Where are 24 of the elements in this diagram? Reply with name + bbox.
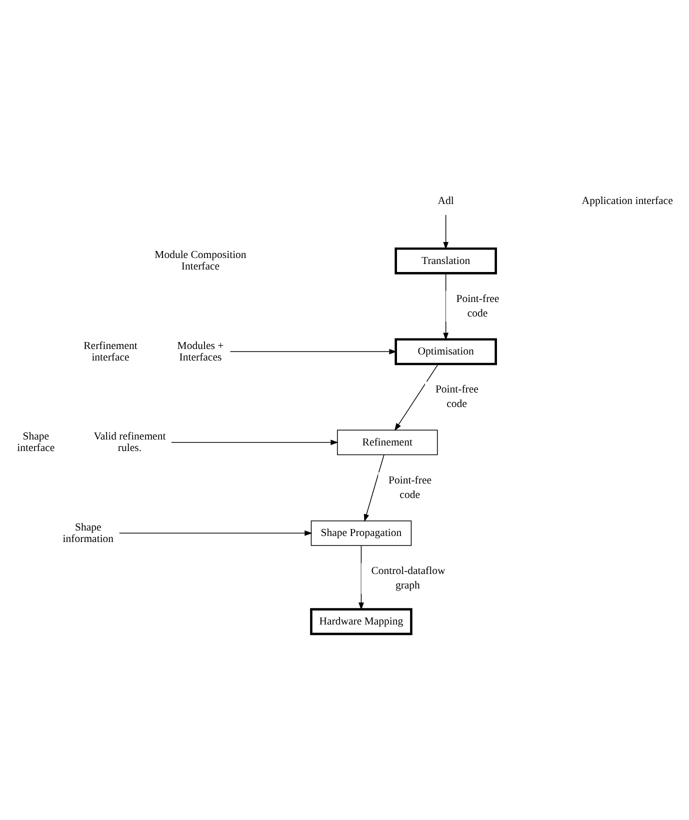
node-box: Shape Propagation (310, 520, 412, 546)
label: Application interface (582, 194, 673, 206)
node-box: Optimisation (394, 338, 497, 365)
label: Module Composition Interface (154, 248, 246, 272)
edge-label: Point-free code (456, 292, 500, 319)
arrow (119, 530, 312, 536)
node-text: Modules + Interfaces (177, 339, 224, 363)
arrow (443, 272, 449, 340)
arrow (394, 363, 439, 430)
edge-label: Point-free code (435, 383, 478, 410)
edge-label: Point-free code (388, 474, 432, 500)
edge-label: Control-dataflow graph (371, 564, 446, 592)
node-text: Valid refinement rules. (94, 430, 166, 454)
node-text: Shape information (62, 520, 114, 544)
arrow (171, 439, 338, 445)
label: Shape interface (17, 430, 55, 454)
node-box: Translation (394, 246, 497, 274)
node-box: Refinement (337, 429, 438, 455)
label: Rerfinement interface (84, 339, 138, 363)
arrow (364, 454, 384, 522)
node-box: Hardware Mapping (310, 608, 412, 635)
arrow (230, 348, 397, 354)
arrow (443, 214, 449, 250)
node-text: Adl (438, 194, 454, 206)
